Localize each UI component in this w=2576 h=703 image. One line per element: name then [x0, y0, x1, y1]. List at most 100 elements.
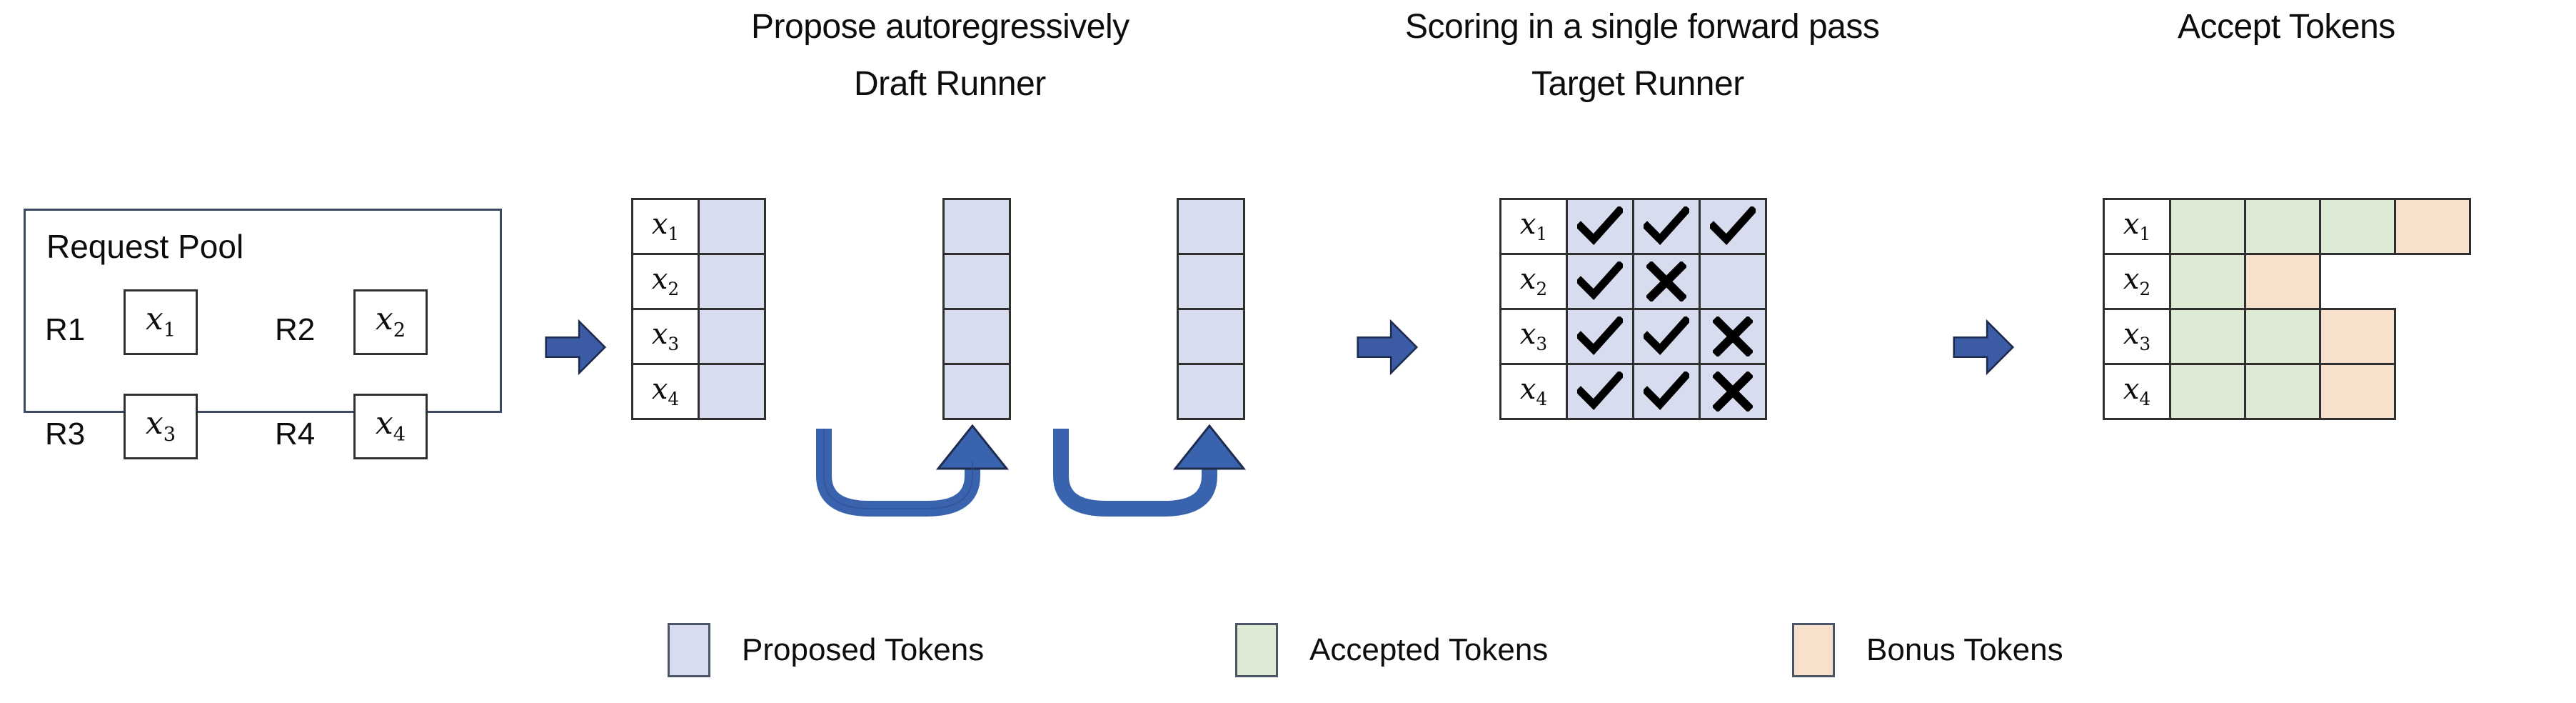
- legend-item-accepted: Accepted Tokens: [1235, 623, 1548, 677]
- accept-cell-blank: [2394, 253, 2471, 310]
- accept-cell-bonus: [2394, 198, 2471, 255]
- accept-cell-bonus: [2244, 253, 2321, 310]
- table-row: x1: [2103, 198, 2471, 255]
- target-cell-check: [1566, 253, 1634, 310]
- table-row: x4: [1499, 363, 1767, 420]
- token-x2: x2: [375, 301, 406, 342]
- flow-arrow-icon-2: [1357, 316, 1419, 378]
- target-cell-check: [1632, 363, 1701, 420]
- draft-runner-step-2: [942, 198, 1011, 420]
- accept-row-label-1: x1: [2103, 198, 2171, 255]
- request-label-r4: R4: [275, 417, 316, 452]
- legend-swatch-proposed: [668, 623, 710, 677]
- header-scoring-single-forward-pass: Scoring in a single forward pass: [1405, 8, 1880, 46]
- draft-runner-step-3: [1177, 198, 1245, 420]
- request-label-r1: R1: [45, 312, 86, 347]
- target-cell-check: [1566, 198, 1634, 255]
- header-target-runner: Target Runner: [1531, 65, 1744, 103]
- draft-row: x2: [631, 253, 766, 310]
- legend-item-proposed: Proposed Tokens: [668, 623, 984, 677]
- table-row: x4: [2103, 363, 2471, 420]
- header-propose-autoregressively: Propose autoregressively: [751, 8, 1129, 46]
- request-pool-title: Request Pool: [46, 228, 244, 265]
- loop-arrow-icon-2: [1035, 424, 1249, 542]
- legend-label-accepted: Accepted Tokens: [1309, 632, 1549, 667]
- draft-row-label-1: x1: [631, 198, 700, 255]
- legend-label-proposed: Proposed Tokens: [742, 632, 985, 667]
- table-row: x2: [1499, 253, 1767, 310]
- draft-cell-proposed: [1177, 253, 1245, 310]
- draft-cell-proposed: [698, 363, 766, 420]
- target-row-label-2: x2: [1499, 253, 1568, 310]
- cross-icon: [1713, 372, 1753, 412]
- check-icon: [1577, 261, 1623, 301]
- loop-arrow-icon-1: [798, 424, 1012, 542]
- request-label-r2: R2: [275, 312, 316, 347]
- accept-row-label-3: x3: [2103, 308, 2171, 365]
- draft-runner-step-1: x1 x2 x3 x4: [631, 198, 766, 420]
- draft-cell-proposed: [698, 198, 766, 255]
- request-token-box-r1: x1: [124, 289, 198, 355]
- draft-row-label-3: x3: [631, 308, 700, 365]
- target-cell-check: [1632, 308, 1701, 365]
- target-cell-empty: [1699, 253, 1767, 310]
- table-row: x1: [1499, 198, 1767, 255]
- table-row: x3: [1499, 308, 1767, 365]
- draft-cell-proposed: [942, 198, 1011, 255]
- request-label-r3: R3: [45, 417, 86, 452]
- draft-row-label-2: x2: [631, 253, 700, 310]
- target-cell-check: [1566, 308, 1634, 365]
- accept-cell-accepted: [2244, 308, 2321, 365]
- check-icon: [1710, 206, 1756, 246]
- target-cell-check: [1632, 198, 1701, 255]
- accept-cell-accepted: [2319, 198, 2396, 255]
- request-token-box-r3: x3: [124, 394, 198, 459]
- check-icon: [1644, 206, 1689, 246]
- accept-cell-accepted: [2169, 308, 2246, 365]
- check-icon: [1577, 316, 1623, 357]
- draft-cell-proposed: [1177, 363, 1245, 420]
- draft-cell-proposed: [942, 363, 1011, 420]
- target-cell-check: [1699, 198, 1767, 255]
- accept-cell-accepted: [2244, 198, 2321, 255]
- token-x1: x1: [145, 301, 176, 342]
- accept-cell-accepted: [2169, 198, 2246, 255]
- accept-cell-accepted: [2169, 253, 2246, 310]
- draft-cell-proposed: [1177, 308, 1245, 365]
- cross-icon: [1713, 316, 1753, 357]
- draft-row: x4: [631, 363, 766, 420]
- legend-swatch-bonus: [1792, 623, 1835, 677]
- target-cell-cross: [1632, 253, 1701, 310]
- draft-row: x1: [631, 198, 766, 255]
- target-row-label-4: x4: [1499, 363, 1568, 420]
- flow-arrow-icon-1: [545, 316, 607, 378]
- check-icon: [1644, 372, 1689, 412]
- accept-cell-blank: [2394, 363, 2471, 420]
- legend-label-bonus: Bonus Tokens: [1866, 632, 2063, 667]
- accept-cell-bonus: [2319, 363, 2396, 420]
- draft-row-label-4: x4: [631, 363, 700, 420]
- request-token-box-r4: x4: [353, 394, 428, 459]
- accept-cell-bonus: [2319, 308, 2396, 365]
- check-icon: [1577, 206, 1623, 246]
- target-cell-cross: [1699, 363, 1767, 420]
- cross-icon: [1646, 261, 1686, 301]
- token-x3: x3: [145, 405, 176, 447]
- accept-cell-accepted: [2169, 363, 2246, 420]
- target-cell-cross: [1699, 308, 1767, 365]
- legend: Proposed Tokens Accepted Tokens Bonus To…: [0, 616, 2576, 684]
- accept-row-label-4: x4: [2103, 363, 2171, 420]
- check-icon: [1577, 372, 1623, 412]
- target-cell-check: [1566, 363, 1634, 420]
- accept-tokens-grid: x1 x2 x3: [2103, 198, 2471, 420]
- legend-item-bonus: Bonus Tokens: [1792, 623, 2063, 677]
- accept-row-label-2: x2: [2103, 253, 2171, 310]
- header-draft-runner: Draft Runner: [854, 65, 1046, 103]
- table-row: x3: [2103, 308, 2469, 365]
- target-row-label-1: x1: [1499, 198, 1568, 255]
- target-runner-grid: x1 x2: [1499, 198, 1767, 420]
- draft-cell-proposed: [698, 308, 766, 365]
- target-row-label-3: x3: [1499, 308, 1568, 365]
- draft-cell-proposed: [1177, 198, 1245, 255]
